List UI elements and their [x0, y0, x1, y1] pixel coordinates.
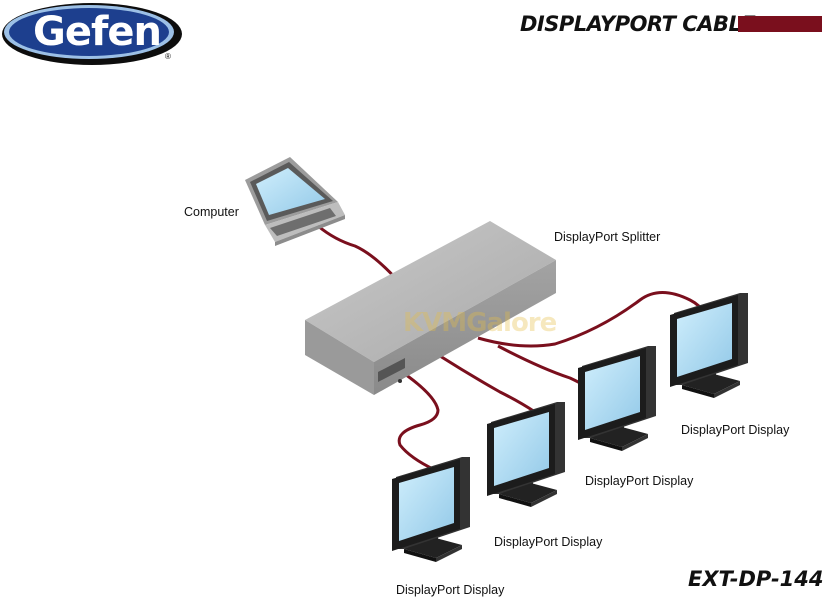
- label-display-2: DisplayPort Display: [494, 535, 603, 549]
- watermark: KVMGalore: [403, 308, 557, 338]
- gefen-logo[interactable]: Gefen ®: [0, 0, 190, 75]
- laptop-icon: [245, 157, 345, 246]
- page-title: DISPLAYPORT CABLE: [520, 12, 756, 36]
- label-computer: Computer: [184, 205, 239, 219]
- display-1: [392, 457, 470, 562]
- cable-display-1: [397, 370, 440, 472]
- label-splitter: DisplayPort Splitter: [554, 230, 661, 244]
- splitter-box: [305, 221, 556, 395]
- cable-display-4: [477, 291, 707, 348]
- label-display-1: DisplayPort Display: [396, 583, 505, 597]
- model-number: EXT-DP-144: [688, 567, 824, 591]
- display-3: [578, 346, 656, 451]
- cable-computer: [317, 224, 402, 284]
- header-accent-bar: [738, 16, 822, 32]
- label-display-3: DisplayPort Display: [585, 474, 694, 488]
- logo-badge: [2, 3, 182, 65]
- display-4: [670, 293, 748, 398]
- display-2: [487, 402, 565, 507]
- logo-text: Gefen: [33, 9, 162, 55]
- label-display-4: DisplayPort Display: [681, 423, 790, 437]
- registered-mark: ®: [165, 52, 171, 61]
- cable-display-2: [439, 354, 536, 414]
